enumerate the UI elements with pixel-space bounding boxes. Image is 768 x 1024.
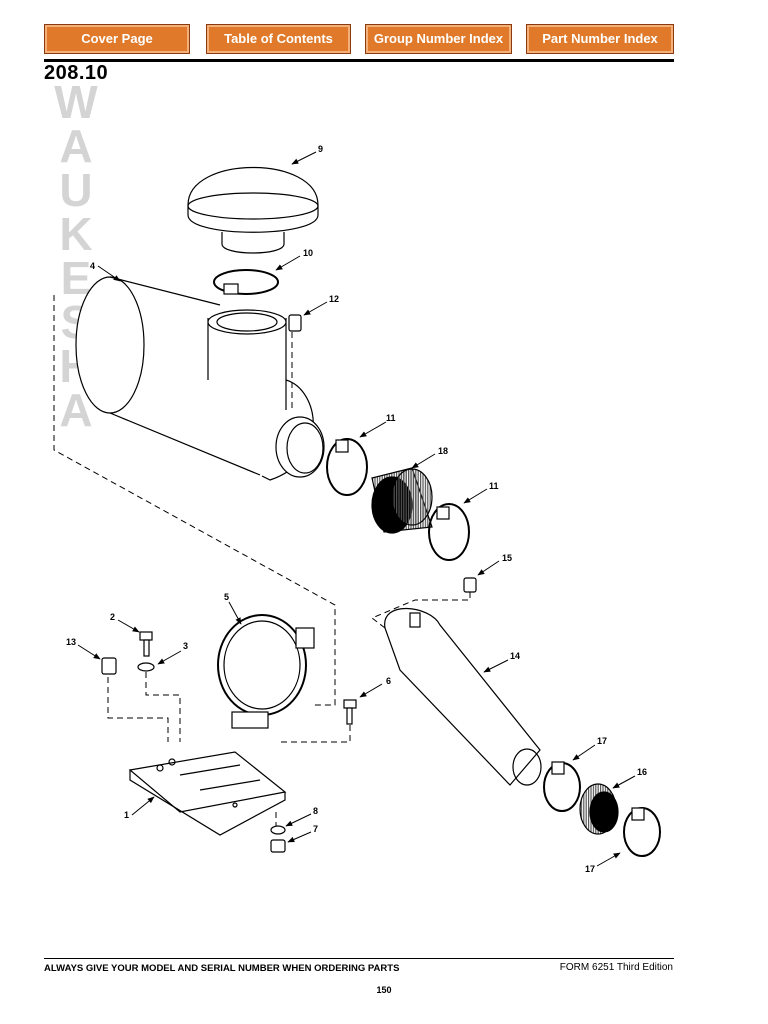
bolt-6 — [343, 699, 357, 725]
fitting-15 — [463, 577, 477, 593]
nut-13 — [101, 657, 117, 675]
form-edition: FORM 6251 Third Edition — [559, 962, 673, 973]
hose-18 — [371, 467, 433, 534]
callout-6: 6 — [386, 676, 391, 686]
alignment-lines — [53, 295, 471, 826]
callout-1: 1 — [124, 810, 129, 820]
bolt-2 — [139, 631, 153, 657]
hose-clamp-11a — [326, 438, 368, 496]
ordering-notice: ALWAYS GIVE YOUR MODEL AND SERIAL NUMBER… — [44, 963, 400, 974]
header-rule — [44, 59, 674, 62]
watermark-letter: K — [59, 208, 93, 260]
callout-3: 3 — [183, 641, 188, 651]
hose-clamp-10 — [213, 269, 279, 295]
hose-clamp-17b — [623, 807, 661, 857]
callout-17a: 17 — [597, 736, 607, 746]
washer-3 — [137, 662, 155, 672]
callout-14: 14 — [510, 651, 520, 661]
callout-5: 5 — [224, 592, 229, 602]
mounting-strap-5 — [217, 614, 315, 729]
hose-clamp-17a — [543, 761, 581, 812]
watermark-letter: E — [60, 252, 92, 304]
footer-rule — [44, 958, 674, 959]
callout-12: 12 — [329, 294, 339, 304]
cover-page-button[interactable]: Cover Page — [44, 24, 190, 54]
callout-11a: 11 — [386, 413, 396, 423]
callout-2: 2 — [110, 612, 115, 622]
callout-leaders — [77, 151, 636, 867]
callout-9: 9 — [318, 144, 323, 154]
hose-16 — [579, 783, 619, 835]
watermark-letter: W — [54, 76, 98, 128]
air-cleaner-body — [75, 276, 325, 481]
callout-11b: 11 — [489, 481, 499, 491]
callout-16: 16 — [637, 767, 647, 777]
watermark-letter: U — [59, 164, 93, 216]
part-number-index-button[interactable]: Part Number Index — [526, 24, 674, 54]
callout-13: 13 — [66, 637, 76, 647]
page-number: 150 — [376, 985, 392, 995]
fitting-12 — [288, 314, 302, 332]
mounting-bracket-1 — [128, 751, 287, 836]
callout-7: 7 — [313, 824, 318, 834]
callout-17b: 17 — [585, 864, 595, 874]
callout-4: 4 — [90, 261, 95, 271]
elbow-tube-14 — [384, 607, 542, 786]
table-of-contents-button[interactable]: Table of Contents — [206, 24, 351, 54]
callout-15: 15 — [502, 553, 512, 563]
page-title: 208.10 — [44, 62, 109, 84]
nut-7 — [270, 839, 286, 853]
callout-8: 8 — [313, 806, 318, 816]
callout-18: 18 — [438, 446, 448, 456]
washer-8 — [270, 825, 286, 835]
air-cleaner-cap — [187, 166, 319, 254]
callout-10: 10 — [303, 248, 313, 258]
watermark-letter: A — [59, 120, 93, 172]
group-number-index-button[interactable]: Group Number Index — [365, 24, 512, 54]
hose-clamp-11b — [428, 503, 470, 561]
navigation-bar: Cover Page Table of Contents Group Numbe… — [44, 24, 674, 54]
